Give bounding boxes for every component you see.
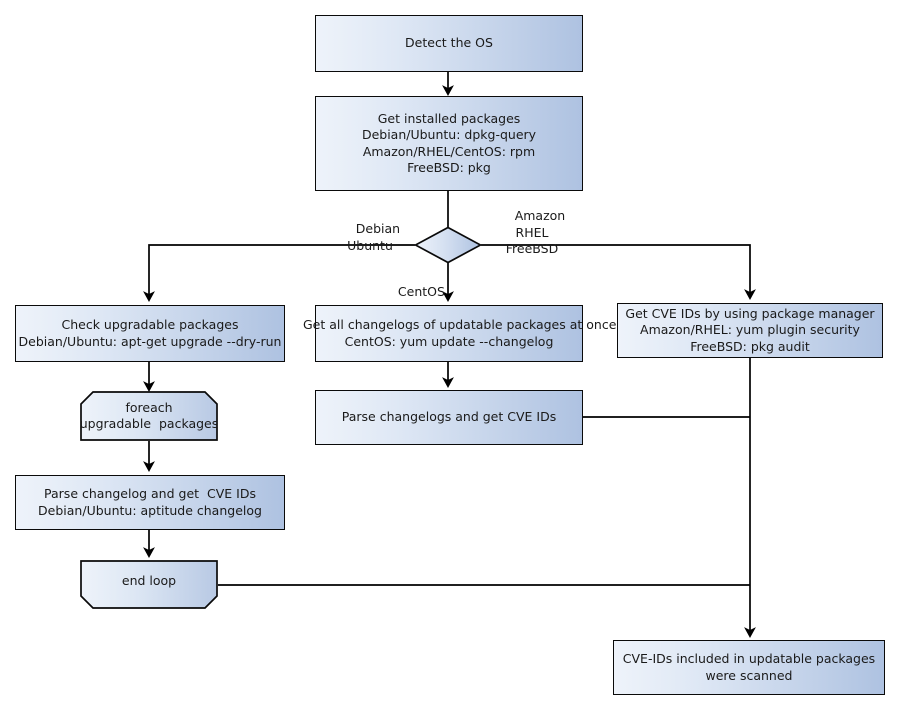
node-parse-changelog-cve[interactable]: Parse changelog and get CVE IDs Debian/U…: [15, 475, 285, 530]
edge-label-centos-text: CentOS: [397, 284, 445, 300]
node-parse-changelogs-cve-label: Parse changelogs and get CVE IDs: [341, 409, 557, 425]
node-end-loop-label: end loop: [121, 573, 177, 589]
node-get-installed-packages-label: Get installed packages Debian/Ubuntu: dp…: [361, 110, 537, 176]
node-scan-result-label: CVE-IDs included in updatable packages w…: [622, 651, 876, 683]
loop-start-shape: [80, 391, 218, 441]
node-os-decision[interactable]: [413, 226, 483, 264]
node-get-cve-ids-package-manager-label: Get CVE IDs by using package manager Ama…: [625, 305, 875, 354]
edge-label-debian-ubuntu-text: Debian Ubuntu: [347, 221, 401, 253]
node-detect-os-label: Detect the OS: [405, 35, 493, 51]
node-scan-result[interactable]: CVE-IDs included in updatable packages w…: [613, 640, 885, 695]
node-get-installed-packages[interactable]: Get installed packages Debian/Ubuntu: dp…: [315, 96, 583, 191]
node-detect-os[interactable]: Detect the OS: [315, 15, 583, 72]
node-check-upgradable-packages-label: Check upgradable packages Debian/Ubuntu:…: [18, 317, 282, 349]
node-foreach-loop-start-label: foreach upgradable packages: [79, 399, 219, 432]
edge-label-centos: CentOS: [382, 268, 445, 317]
node-check-upgradable-packages[interactable]: Check upgradable packages Debian/Ubuntu:…: [15, 305, 285, 362]
node-get-cve-ids-package-manager[interactable]: Get CVE IDs by using package manager Ama…: [617, 303, 883, 358]
node-parse-changelogs-cve[interactable]: Parse changelogs and get CVE IDs: [315, 390, 583, 445]
node-foreach-loop-start[interactable]: foreach upgradable packages: [80, 391, 218, 441]
edge-label-debian-ubuntu: Debian Ubuntu: [330, 205, 410, 270]
edge-label-amazon-rhel-freebsd: Amazon RHEL FreeBSD: [487, 192, 577, 273]
node-get-all-changelogs-label: Get all changelogs of updatable packages…: [303, 317, 617, 349]
node-end-loop[interactable]: end loop: [80, 560, 218, 609]
node-parse-changelog-cve-label: Parse changelog and get CVE IDs Debian/U…: [38, 486, 262, 518]
edge-label-amazon-rhel-freebsd-text: Amazon RHEL FreeBSD: [505, 208, 566, 256]
node-get-all-changelogs[interactable]: Get all changelogs of updatable packages…: [303, 305, 616, 362]
diamond-shape: [413, 226, 483, 264]
loop-end-shape: [80, 560, 218, 609]
